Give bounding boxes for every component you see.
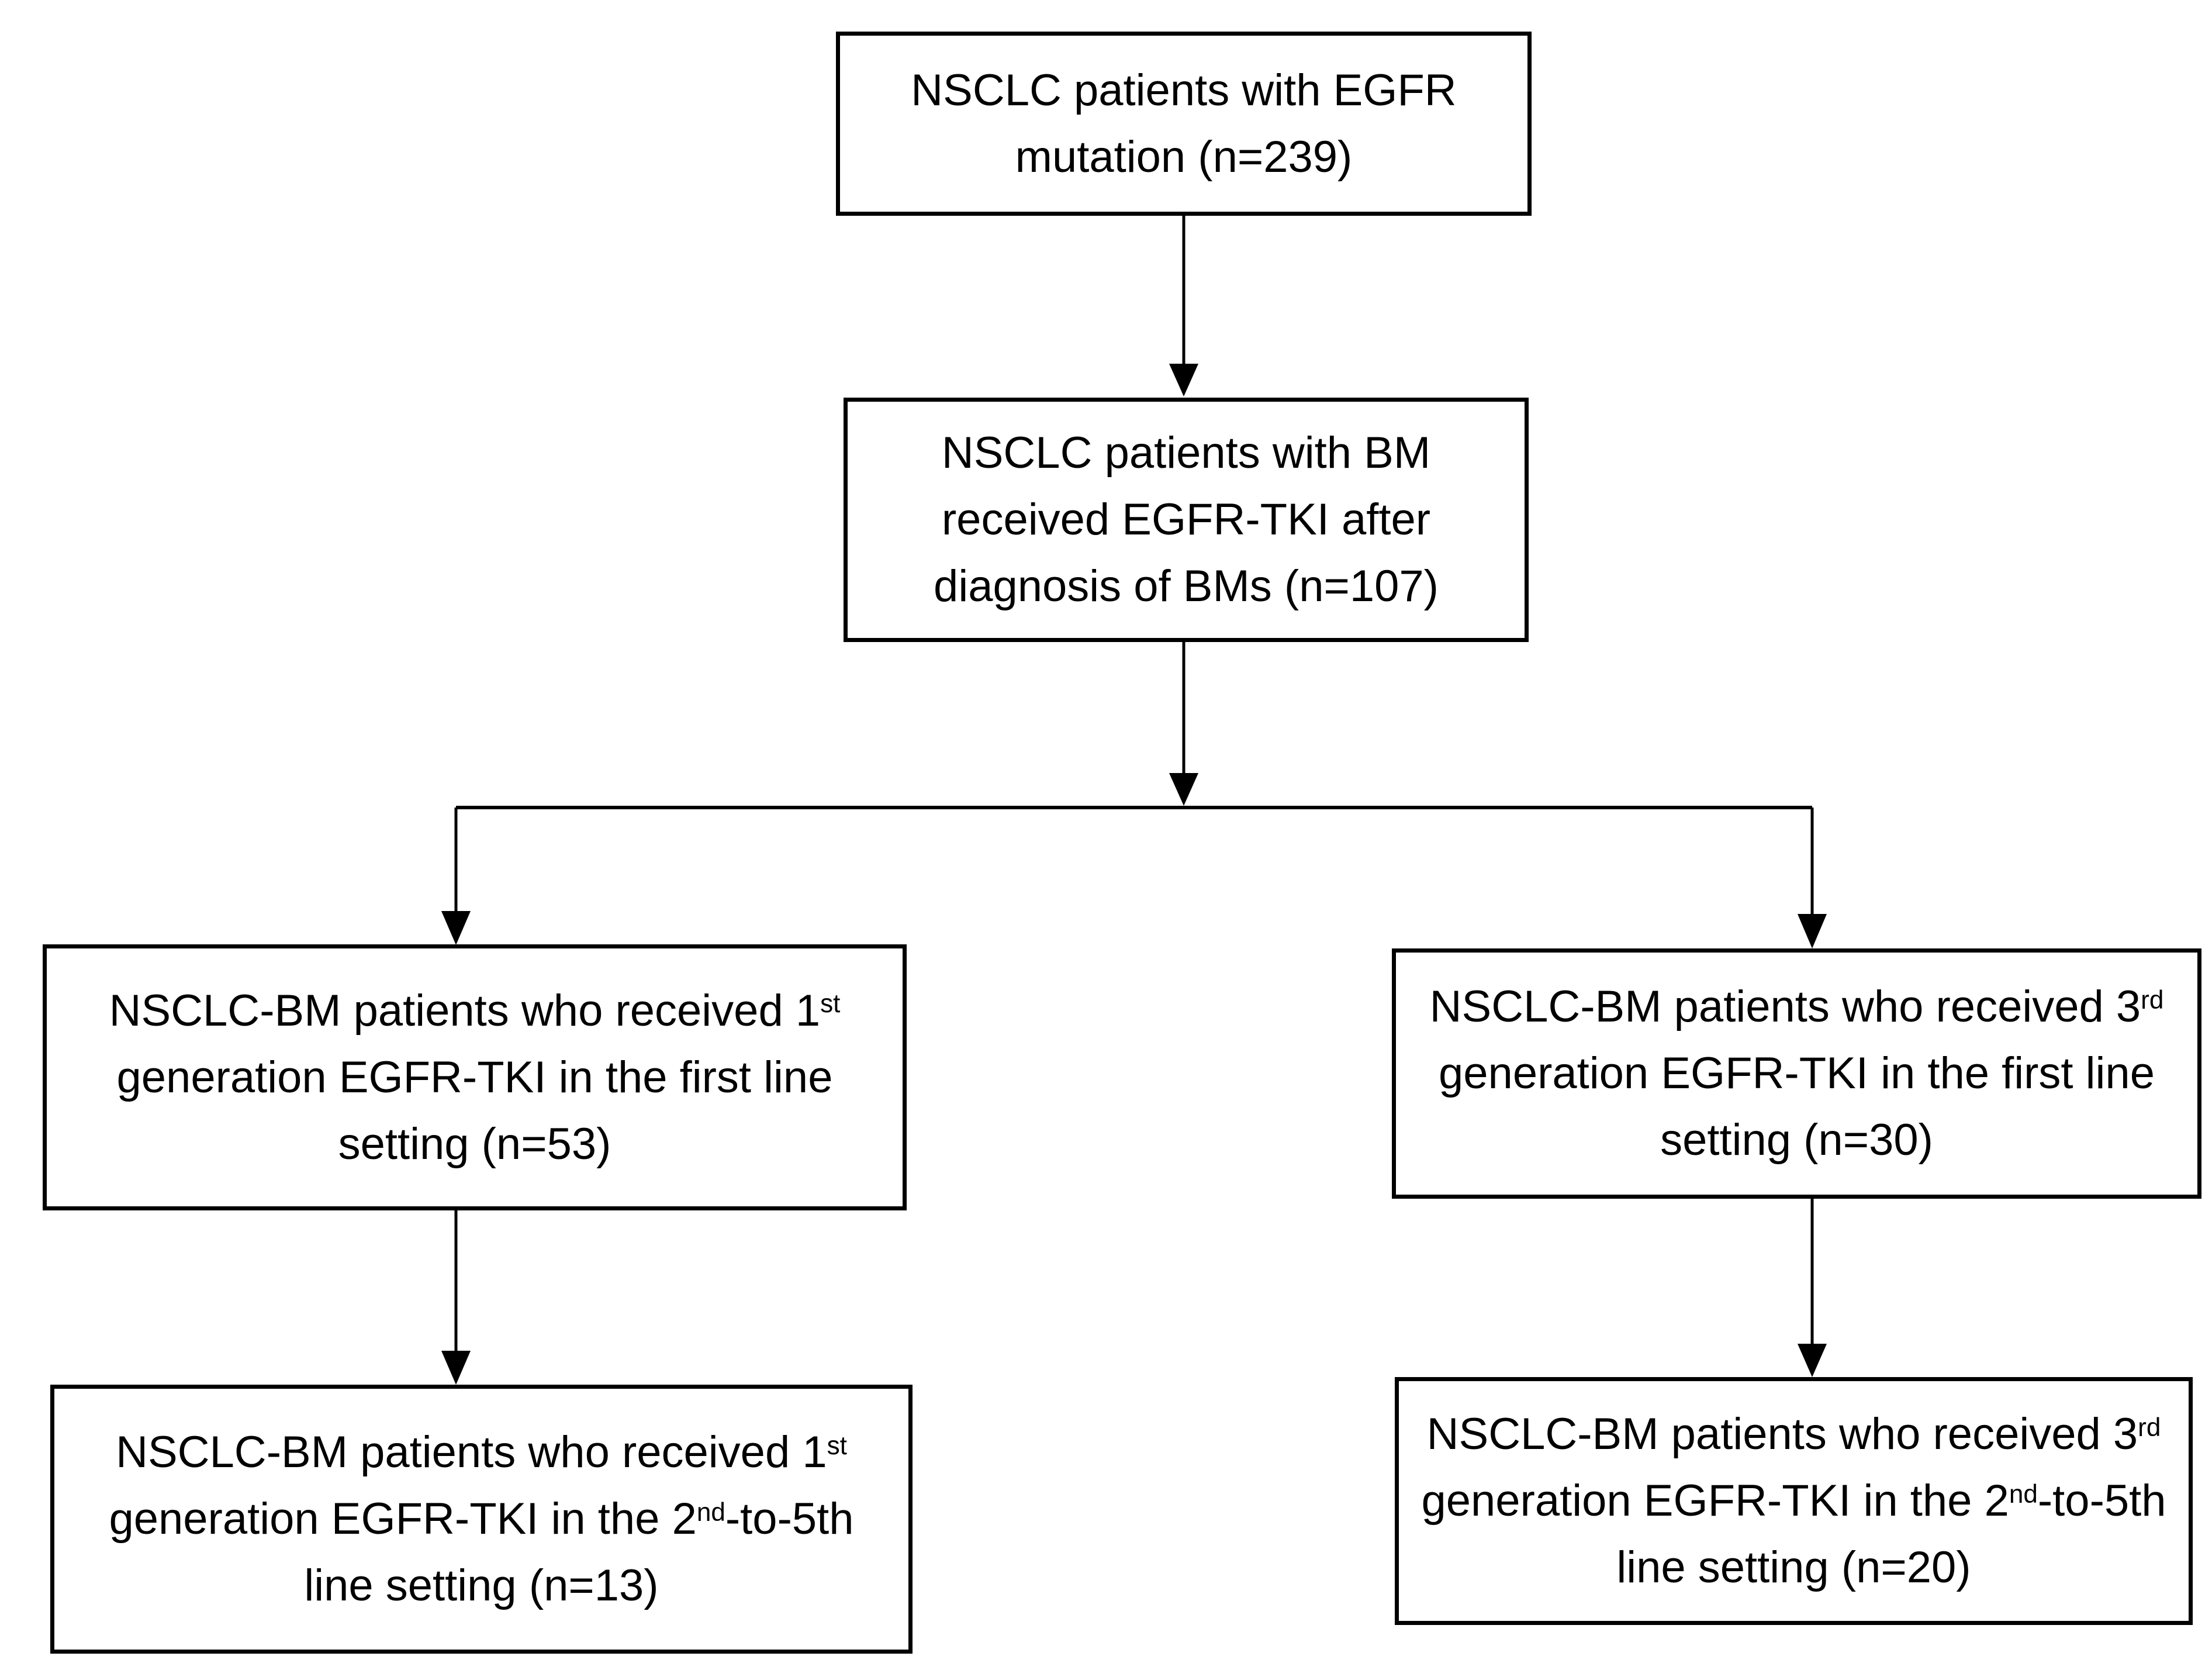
text-segment: -to-5th bbox=[2037, 1476, 2166, 1526]
text-line: generation EGFR-TKI in the first line bbox=[117, 1044, 833, 1111]
superscript-text: nd bbox=[2009, 1479, 2038, 1509]
text-line: NSCLC-BM patients who received 1st bbox=[116, 1419, 847, 1486]
arrow-midright-to-botright-head bbox=[1798, 1344, 1827, 1377]
text-line: received EGFR-TKI after bbox=[942, 487, 1430, 553]
text-segment: generation EGFR-TKI in the first line bbox=[116, 1052, 833, 1102]
text-line: NSCLC-BM patients who received 3rd bbox=[1430, 974, 2164, 1040]
text-segment: NSCLC-BM patients who received 1 bbox=[116, 1427, 827, 1477]
text-segment: -to-5th bbox=[725, 1494, 854, 1544]
text-segment: line setting (n=13) bbox=[304, 1561, 659, 1610]
superscript-text: rd bbox=[2138, 1413, 2161, 1442]
superscript-text: nd bbox=[696, 1498, 725, 1527]
flow-box-gen1-first-line: NSCLC-BM patients who received 1st genera… bbox=[43, 944, 907, 1210]
text-line: line setting (n=20) bbox=[1616, 1534, 1971, 1601]
text-line: NSCLC-BM patients who received 3rd bbox=[1427, 1401, 2161, 1468]
arrow-bm-to-branch-head bbox=[1169, 773, 1198, 806]
arrow-branch-to-midright-head bbox=[1798, 914, 1827, 948]
text-segment: diagnosis of BMs (n=107) bbox=[934, 561, 1439, 611]
flow-box-nsclc-bm-received-tki: NSCLC patients with BM received EGFR-TKI … bbox=[844, 398, 1529, 642]
text-line: diagnosis of BMs (n=107) bbox=[934, 553, 1439, 620]
text-segment: generation EGFR-TKI in the 2 bbox=[109, 1494, 697, 1544]
text-segment: NSCLC-BM patients who received 1 bbox=[109, 985, 821, 1036]
text-line: generation EGFR-TKI in the 2nd-to-5th bbox=[1421, 1468, 2166, 1534]
flow-box-nsclc-egfr-mutation: NSCLC patients with EGFR mutation (n=239) bbox=[836, 32, 1532, 216]
arrow-branch-to-midleft-head bbox=[441, 911, 471, 945]
text-line: mutation (n=239) bbox=[1015, 124, 1353, 191]
text-line: setting (n=30) bbox=[1660, 1107, 1933, 1174]
text-segment: mutation (n=239) bbox=[1015, 132, 1353, 182]
text-segment: NSCLC-BM patients who received 3 bbox=[1426, 1409, 2138, 1459]
superscript-text: rd bbox=[2141, 985, 2164, 1015]
text-line: setting (n=53) bbox=[338, 1111, 611, 1178]
text-segment: line setting (n=20) bbox=[1616, 1543, 1971, 1592]
superscript-text: st bbox=[820, 989, 841, 1019]
text-line: NSCLC-BM patients who received 1st bbox=[109, 978, 841, 1044]
text-segment: received EGFR-TKI after bbox=[941, 495, 1431, 544]
text-line: NSCLC patients with BM bbox=[942, 420, 1430, 487]
flow-box-gen3-first-line: NSCLC-BM patients who received 3rd genera… bbox=[1392, 948, 2201, 1199]
text-line: generation EGFR-TKI in the 2nd-to-5th bbox=[109, 1486, 853, 1552]
text-segment: NSCLC patients with EGFR bbox=[911, 65, 1457, 115]
text-segment: NSCLC patients with BM bbox=[941, 428, 1431, 478]
text-segment: setting (n=30) bbox=[1660, 1115, 1933, 1165]
arrow-midleft-to-botleft-head bbox=[441, 1351, 471, 1385]
text-line: NSCLC patients with EGFR bbox=[911, 57, 1456, 124]
text-segment: NSCLC-BM patients who received 3 bbox=[1429, 982, 2141, 1031]
text-segment: generation EGFR-TKI in the 2 bbox=[1421, 1476, 2009, 1526]
arrow-top-to-bm-head bbox=[1169, 364, 1198, 396]
text-line: generation EGFR-TKI in the first line bbox=[1439, 1040, 2155, 1107]
superscript-text: st bbox=[827, 1431, 847, 1460]
text-segment: setting (n=53) bbox=[338, 1119, 611, 1169]
text-segment: generation EGFR-TKI in the first line bbox=[1439, 1048, 2155, 1098]
text-line: line setting (n=13) bbox=[304, 1552, 658, 1619]
